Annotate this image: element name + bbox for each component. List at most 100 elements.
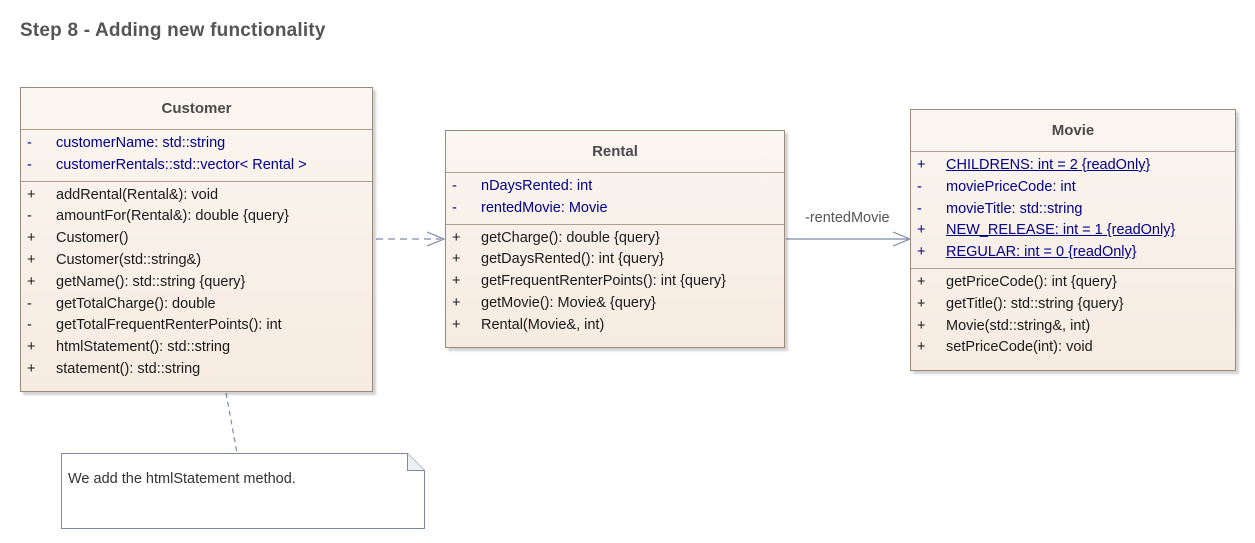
visibility-marker: + [27,251,36,268]
attribute-row[interactable]: - customerRentals::std::vector< Rental > [21,155,372,177]
attribute-text: CHILDRENS: int = 2 {readOnly} [946,157,1151,173]
class-rental[interactable]: Rental - nDaysRented: int - rentedMovie: Mo… [445,130,785,348]
visibility-marker: - [27,295,32,312]
operation-text: Customer(std::string&) [56,251,202,268]
attribute-text: movieTitle: std::string [946,200,1083,217]
operation-row[interactable]: + getCharge(): double {query} [446,228,784,250]
attribute-row[interactable]: - movieTitle: std::string [911,199,1235,221]
operation-text: getDaysRented(): int {query} [481,251,664,268]
operation-row[interactable]: + getPriceCode(): int {query} [911,272,1235,294]
operation-row[interactable]: + getName(): std::string {query} [21,272,372,294]
operation-row[interactable]: + getDaysRented(): int {query} [446,249,784,271]
visibility-marker: + [917,317,926,334]
visibility-marker: + [27,186,36,203]
operation-row[interactable]: + htmlStatement(): std::string [21,337,372,359]
operation-text: htmlStatement(): std::string [56,339,231,356]
operation-row[interactable]: + addRental(Rental&): void [21,185,372,207]
operation-text: getTitle(): std::string {query} [946,295,1124,312]
visibility-marker: + [27,360,36,377]
attribute-row[interactable]: - moviePriceCode: int [911,177,1235,199]
visibility-marker: + [917,273,926,290]
visibility-marker: + [917,222,926,239]
operation-row[interactable]: + getTitle(): std::string {query} [911,294,1235,316]
operations-compartment: + getCharge(): double {query} + getDaysRent… [446,225,784,341]
class-name: Movie [911,110,1235,152]
operation-text: Customer() [56,230,129,247]
association-label: -rentedMovie [805,210,890,226]
operation-row[interactable]: + setPriceCode(int): void [911,337,1235,359]
class-name: Rental [446,131,784,173]
note-text: We add the htmlStatement method. [68,471,296,487]
operation-row[interactable]: + Rental(Movie&, int) [446,315,784,337]
attribute-row[interactable]: - rentedMovie: Movie [446,198,784,220]
attribute-text: customerName: std::string [56,135,226,151]
attributes-compartment: - nDaysRented: int - rentedMovie: Movie [446,173,784,225]
attribute-text: customerRentals::std::vector< Rental > [56,156,307,173]
attribute-text: rentedMovie: Movie [481,199,608,216]
attribute-row[interactable]: + CHILDRENS: int = 2 {readOnly} [911,155,1235,177]
visibility-marker: - [452,178,457,194]
operation-row[interactable]: + Customer() [21,228,372,250]
operation-text: statement(): std::string [56,360,201,377]
operation-text: getTotalCharge(): double [56,295,216,312]
operation-row[interactable]: - getTotalFrequentRenterPoints(): int [21,315,372,337]
attributes-compartment: + CHILDRENS: int = 2 {readOnly} - moviePric… [911,152,1235,269]
class-customer[interactable]: Customer -customerName: std::string-cust… [20,87,373,392]
visibility-marker: - [917,200,922,217]
visibility-marker: - [452,199,457,216]
dependency-arrowhead [426,231,446,247]
operation-text: getCharge(): double {query} [481,229,660,246]
attribute-text: REGULAR: int = 0 {readOnly} [946,244,1137,261]
operation-row[interactable]: + getMovie(): Movie& {query} [446,293,784,315]
attribute-row[interactable]: + REGULAR: int = 0 {readOnly} [911,242,1235,264]
operation-text: Movie(std::string&, int) [946,317,1091,334]
attribute-row[interactable]: - customerName: std::string [21,133,372,155]
visibility-marker: + [27,273,36,290]
note[interactable]: We add the htmlStatement method. [61,453,425,529]
operations-compartment: + getPriceCode(): int {query} + getTitle():… [911,269,1235,363]
operation-text: getMovie(): Movie& {query} [481,294,656,311]
attribute-row[interactable]: - nDaysRented: int [446,176,784,198]
operations-compartment: + addRental(Rental&): void - amountFor(Rent… [21,182,372,385]
operation-row[interactable]: + Movie(std::string&, int) [911,316,1235,338]
operation-row[interactable]: + getFrequentRenterPoints(): int {query} [446,271,784,293]
operation-text: setPriceCode(int): void [946,339,1093,356]
visibility-marker: + [917,295,926,312]
visibility-marker: + [452,251,461,268]
operation-text: amountFor(Rental&): double {query} [56,208,289,225]
operation-row[interactable]: + Customer(std::string&) [21,250,372,272]
visibility-marker: - [27,156,32,173]
class-movie[interactable]: Movie + CHILDRENS: int = 2 {readOnly} - mov… [910,109,1236,371]
operation-text: getFrequentRenterPoints(): int {query} [481,273,727,290]
operation-row[interactable]: - getTotalCharge(): double [21,294,372,316]
attribute-text: nDaysRented: int [481,178,593,194]
attribute-row[interactable]: + NEW_RELEASE: int = 1 {readOnly} [911,220,1235,242]
attribute-text: NEW_RELEASE: int = 1 {readOnly} [946,222,1176,239]
attribute-text: moviePriceCode: int [946,178,1076,195]
operation-text: Rental(Movie&, int) [481,316,605,333]
visibility-marker: + [917,339,926,356]
operation-text: getPriceCode(): int {query} [946,273,1117,290]
operation-row[interactable]: + statement(): std::string [21,359,372,381]
visibility-marker: + [452,316,461,333]
visibility-marker: - [27,135,32,151]
visibility-marker: + [917,244,926,261]
visibility-marker: - [27,317,32,334]
note-anchor-line[interactable] [225,392,238,454]
visibility-marker: + [452,229,461,246]
visibility-marker: + [452,294,461,311]
attributes-compartment: -customerName: std::string-customerRenta… [21,130,372,182]
operation-text: getTotalFrequentRenterPoints(): int [56,317,282,334]
visibility-marker: + [27,230,36,247]
visibility-marker: + [452,273,461,290]
operation-row[interactable]: - amountFor(Rental&): double {query} [21,206,372,228]
visibility-marker: + [917,157,926,173]
visibility-marker: + [27,339,36,356]
visibility-marker: - [27,208,32,225]
operation-text: addRental(Rental&): void [56,186,219,203]
visibility-marker: - [917,178,922,195]
note-shape [61,453,425,529]
operation-text: getName(): std::string {query} [56,273,246,290]
class-name: Customer [21,88,372,130]
diagram-title: Step 8 - Adding new functionality [20,20,326,41]
